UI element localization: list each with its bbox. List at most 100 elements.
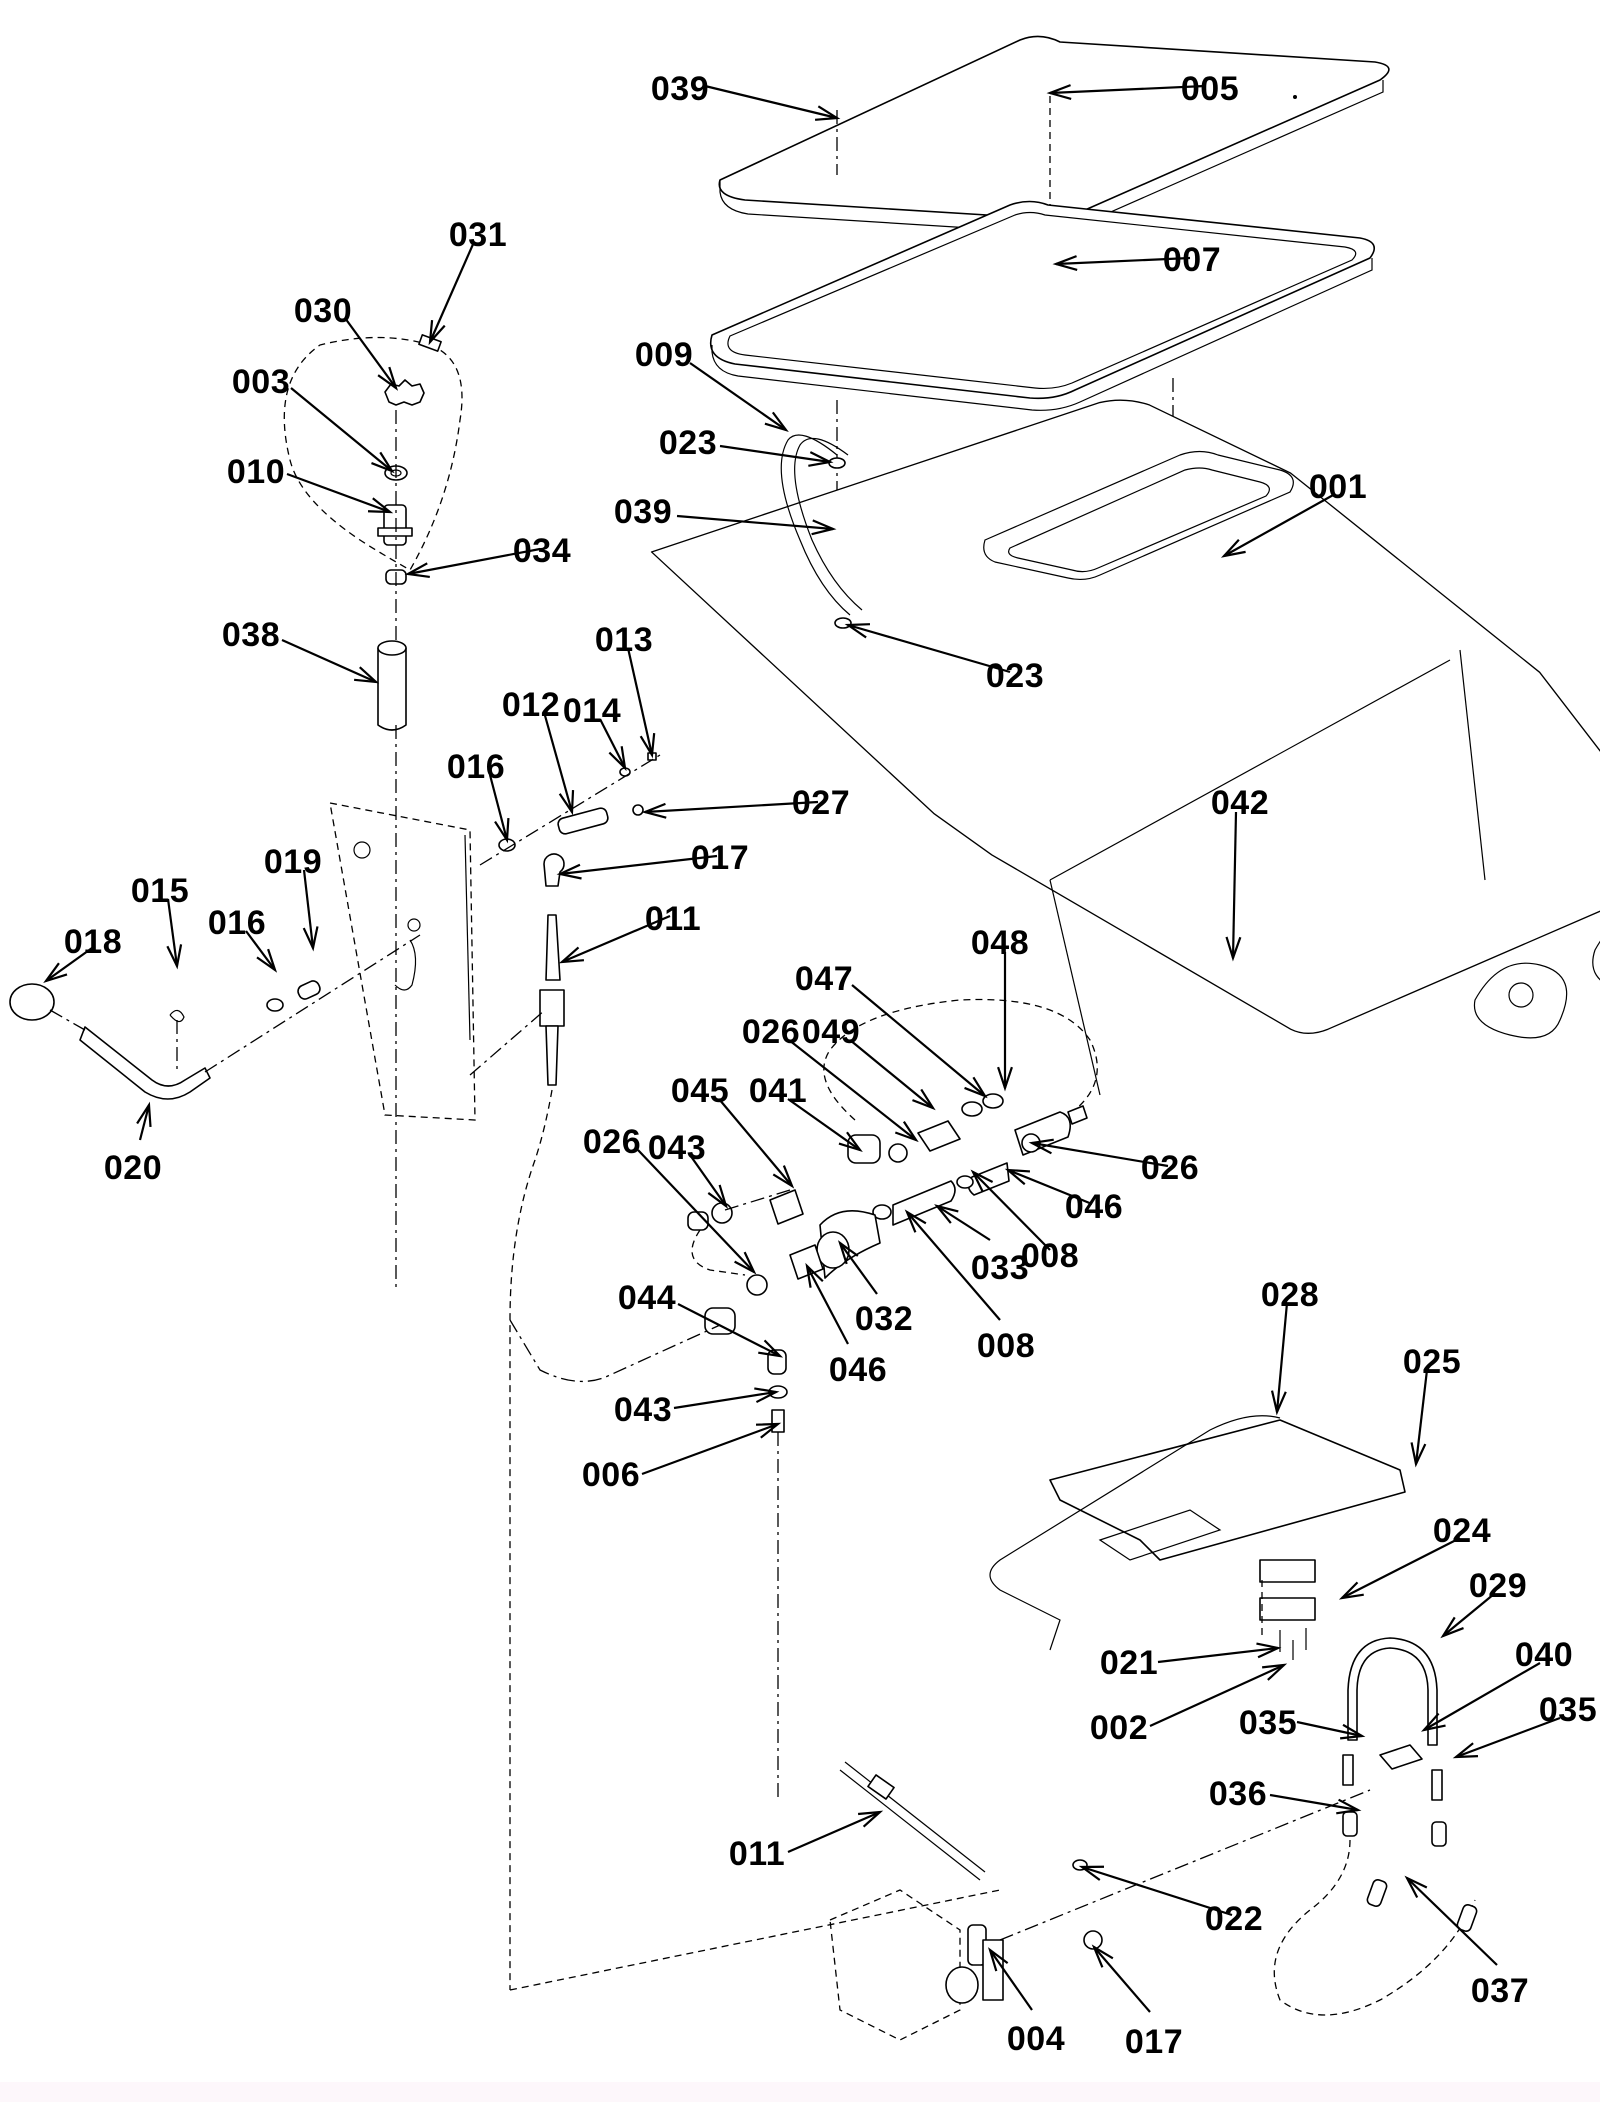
arrowhead-icon <box>964 1076 988 1099</box>
callout-016-lower: 016 <box>208 904 278 973</box>
callout-label: 010 <box>227 453 285 491</box>
arrowhead-icon <box>367 497 394 514</box>
leader-line <box>1157 1646 1279 1664</box>
callout-label: 003 <box>232 363 290 401</box>
callout-023-top: 023 <box>659 424 834 467</box>
arrowhead-icon <box>904 1209 927 1233</box>
callout-025: 025 <box>1403 1343 1461 1468</box>
callout-label: 022 <box>1205 1900 1263 1938</box>
arrowhead-icon <box>837 1240 859 1265</box>
arrowhead-icon <box>1262 1663 1288 1681</box>
arrowhead-icon <box>166 944 183 970</box>
callout-label: 018 <box>64 923 122 961</box>
callout-005: 005 <box>1046 70 1239 108</box>
callout-013: 013 <box>595 621 656 759</box>
arrowhead-icon <box>1091 1944 1114 1968</box>
arrowhead-icon <box>734 1251 757 1275</box>
leader-line <box>1296 1720 1363 1738</box>
arrowhead-icon <box>428 319 446 346</box>
leader-line <box>542 711 574 813</box>
arrowhead-icon <box>997 1066 1013 1092</box>
arrowhead-icon <box>894 1121 919 1143</box>
leader-line <box>1442 1593 1495 1637</box>
arrowhead-icon <box>1078 1865 1105 1881</box>
leader-line <box>1007 1168 1093 1206</box>
leader-line <box>1423 1662 1541 1731</box>
leader-line <box>787 1810 881 1854</box>
arrowhead-icon <box>808 451 834 467</box>
callout-label: 042 <box>1211 784 1269 822</box>
callout-004: 004 <box>987 1947 1065 2058</box>
leader-line <box>847 623 1011 674</box>
leader-line <box>906 1211 1001 1321</box>
callout-046-right: 046 <box>1004 1168 1123 1226</box>
callout-041: 041 <box>749 1072 863 1153</box>
callout-021: 021 <box>1100 1642 1282 1682</box>
callout-label: 005 <box>1181 70 1239 108</box>
callout-label: 023 <box>986 657 1044 695</box>
bottom-band <box>0 2082 1600 2102</box>
callout-label: 039 <box>651 70 709 108</box>
callout-label: 024 <box>1433 1512 1491 1550</box>
callout-009: 009 <box>635 336 789 433</box>
callout-022: 022 <box>1078 1865 1263 1938</box>
callout-label: 023 <box>659 424 717 462</box>
leader-line <box>936 1205 991 1241</box>
arrowhead-icon <box>404 562 430 579</box>
callout-044: 044 <box>618 1279 784 1358</box>
leader-line <box>290 387 393 472</box>
leader-line <box>1231 811 1238 959</box>
callout-label: 046 <box>829 1351 887 1389</box>
callout-014: 014 <box>563 692 627 772</box>
arrowhead-icon <box>1440 1616 1464 1639</box>
arrowhead-icon <box>934 1204 959 1224</box>
callout-label: 034 <box>513 532 571 570</box>
callout-030: 030 <box>294 292 399 391</box>
callout-label: 007 <box>1163 241 1221 279</box>
arrowhead-icon <box>814 105 841 121</box>
callout-011-lower: 011 <box>729 1810 884 1873</box>
callout-042: 042 <box>1211 784 1269 962</box>
arrowhead-icon <box>608 746 627 772</box>
leader-line <box>1149 1663 1285 1728</box>
callout-049: 049 <box>802 1013 936 1111</box>
callout-047: 047 <box>795 960 988 1099</box>
callout-001: 001 <box>1220 468 1367 558</box>
callout-label: 025 <box>1403 1343 1461 1381</box>
leader-line <box>626 647 654 756</box>
callout-034: 034 <box>404 532 571 579</box>
part-lever-bracket <box>329 725 476 1290</box>
arrowhead-icon <box>755 1422 782 1439</box>
arrowhead-icon <box>302 926 319 952</box>
leader-line <box>1414 1369 1429 1465</box>
callout-026-a: 026 <box>742 1013 919 1143</box>
leader-line <box>851 984 986 1097</box>
callout-label: 031 <box>449 216 507 254</box>
leader-line <box>1093 1946 1151 2013</box>
leader-line <box>849 1039 934 1109</box>
callout-003: 003 <box>232 363 395 474</box>
callout-label: 008 <box>977 1327 1035 1365</box>
callout-label: 016 <box>208 904 266 942</box>
leader-line <box>689 1154 727 1207</box>
callout-043-lower: 043 <box>614 1387 780 1429</box>
arrowhead-icon <box>987 1947 1009 1972</box>
part-cable-upper <box>469 752 661 1990</box>
callout-label: 043 <box>648 1129 706 1167</box>
callout-label: 026 <box>742 1013 800 1051</box>
callout-label: 002 <box>1090 1709 1148 1747</box>
callout-008-lower: 008 <box>904 1209 1035 1365</box>
callout-label: 014 <box>563 692 621 730</box>
callout-label: 027 <box>792 784 850 822</box>
callout-032: 032 <box>837 1240 913 1338</box>
callout-029: 029 <box>1440 1567 1527 1639</box>
callout-023-low: 023 <box>844 623 1044 695</box>
leader-line <box>1031 1141 1169 1168</box>
leader-line <box>972 1171 1051 1251</box>
callout-045: 045 <box>671 1072 795 1189</box>
leader-line <box>488 774 509 841</box>
leader-line <box>689 362 787 431</box>
callout-label: 017 <box>1125 2023 1183 2061</box>
leader-line <box>1341 1537 1461 1599</box>
